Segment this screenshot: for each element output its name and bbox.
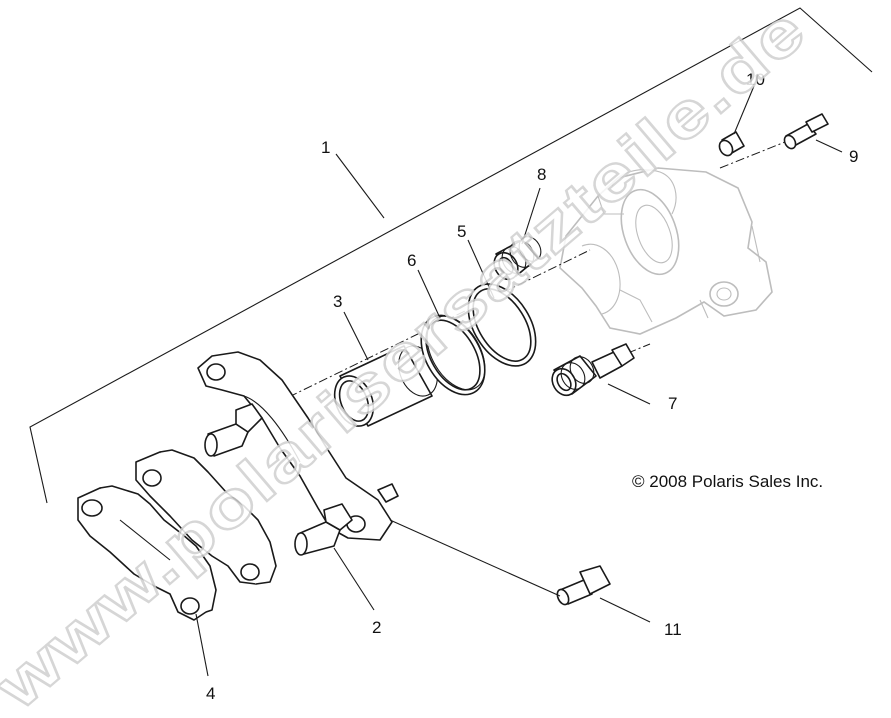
callout-1: 1 bbox=[321, 138, 330, 157]
leader-lines bbox=[195, 85, 843, 677]
brake-pad-inner bbox=[135, 449, 277, 585]
caliper-body bbox=[559, 167, 773, 335]
callout-4: 4 bbox=[206, 684, 215, 703]
mounting-bracket bbox=[197, 351, 399, 556]
assembly-bracket bbox=[29, 7, 873, 504]
callout-2: 2 bbox=[372, 618, 381, 637]
bleeder-cap bbox=[718, 131, 745, 157]
callout-5: 5 bbox=[457, 222, 466, 241]
piston-seal-ring bbox=[467, 283, 537, 367]
callout-3: 3 bbox=[333, 292, 342, 311]
callout-6: 6 bbox=[407, 251, 416, 270]
piston bbox=[333, 345, 438, 427]
bleeder-valve bbox=[783, 113, 829, 150]
guide-pin-with-boot bbox=[551, 343, 635, 397]
caliper-bolt bbox=[556, 565, 611, 606]
callout-10: 10 bbox=[746, 70, 765, 89]
callout-11: 11 bbox=[664, 620, 682, 639]
copyright-notice: © 2008 Polaris Sales Inc. bbox=[632, 472, 823, 491]
callout-labels: 1 2 3 4 5 6 7 8 9 10 11 bbox=[206, 70, 858, 703]
callout-9: 9 bbox=[849, 147, 858, 166]
watermark-text: www.polarisersatzteile.de bbox=[0, 0, 821, 718]
brake-pad-outer bbox=[77, 485, 217, 621]
callout-8: 8 bbox=[537, 165, 546, 184]
dust-seal-ring bbox=[420, 314, 486, 396]
callout-7: 7 bbox=[668, 394, 677, 413]
